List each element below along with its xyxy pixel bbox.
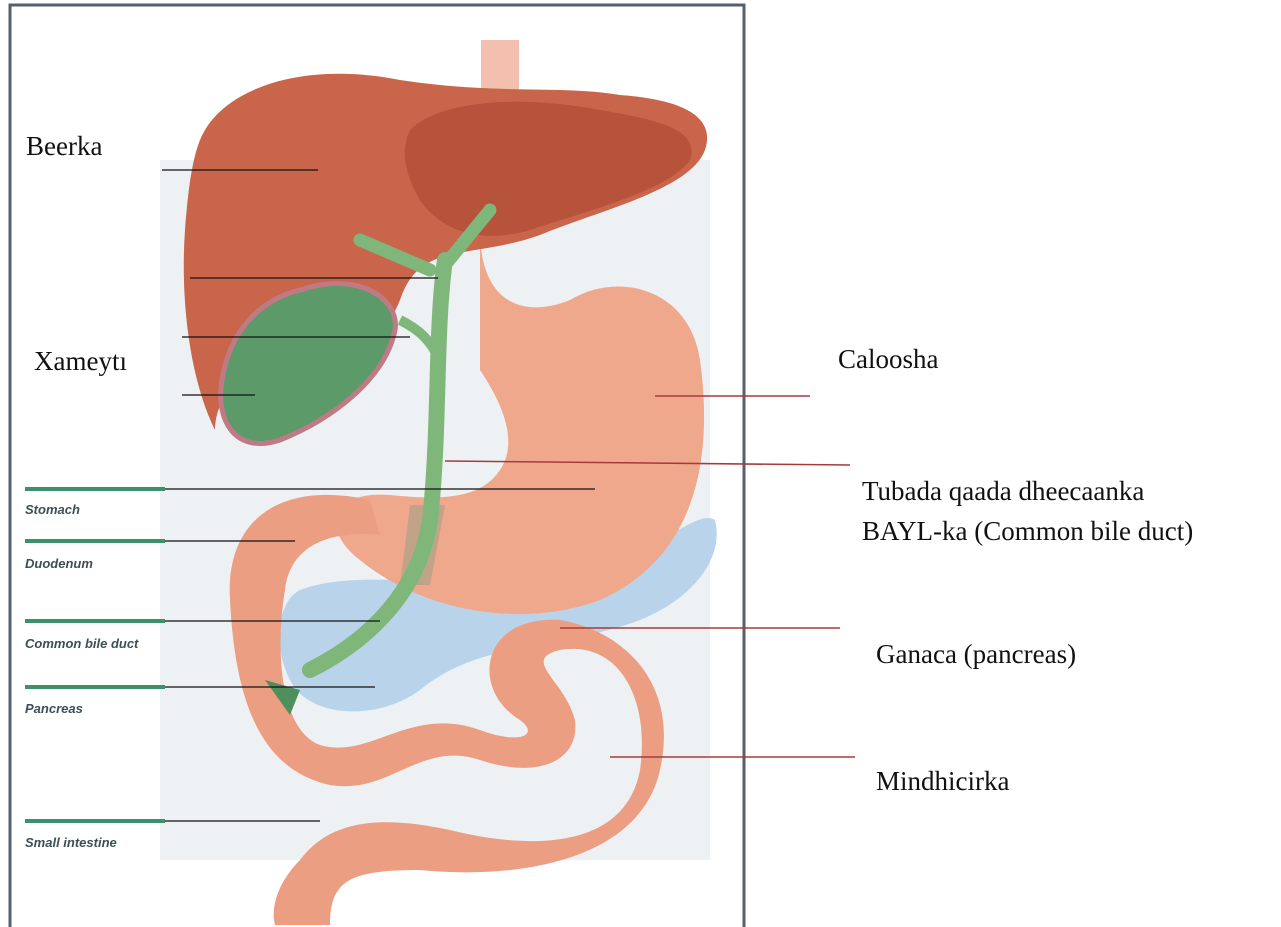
en-label-small-intestine: Small intestine [25, 835, 117, 850]
en-label-duodenum: Duodenum [25, 556, 93, 571]
label-gallbladder: Xameytı [34, 344, 127, 378]
label-stomach: Caloosha [838, 342, 939, 376]
label-pancreas: Ganaca (pancreas) [876, 637, 1076, 671]
en-label-stomach: Stomach [25, 502, 80, 517]
en-label-pancreas: Pancreas [25, 701, 83, 716]
en-label-bile-duct: Common bile duct [25, 636, 138, 651]
label-intestine: Mindhicirka [876, 764, 1009, 798]
label-liver: Beerka [26, 129, 102, 163]
label-bile-duct-line1: Tubada qaada dheecaanka [862, 474, 1144, 508]
label-bile-duct-line2: BAYL-ka (Common bile duct) [862, 514, 1193, 548]
overlay-box-top [20, 190, 160, 250]
